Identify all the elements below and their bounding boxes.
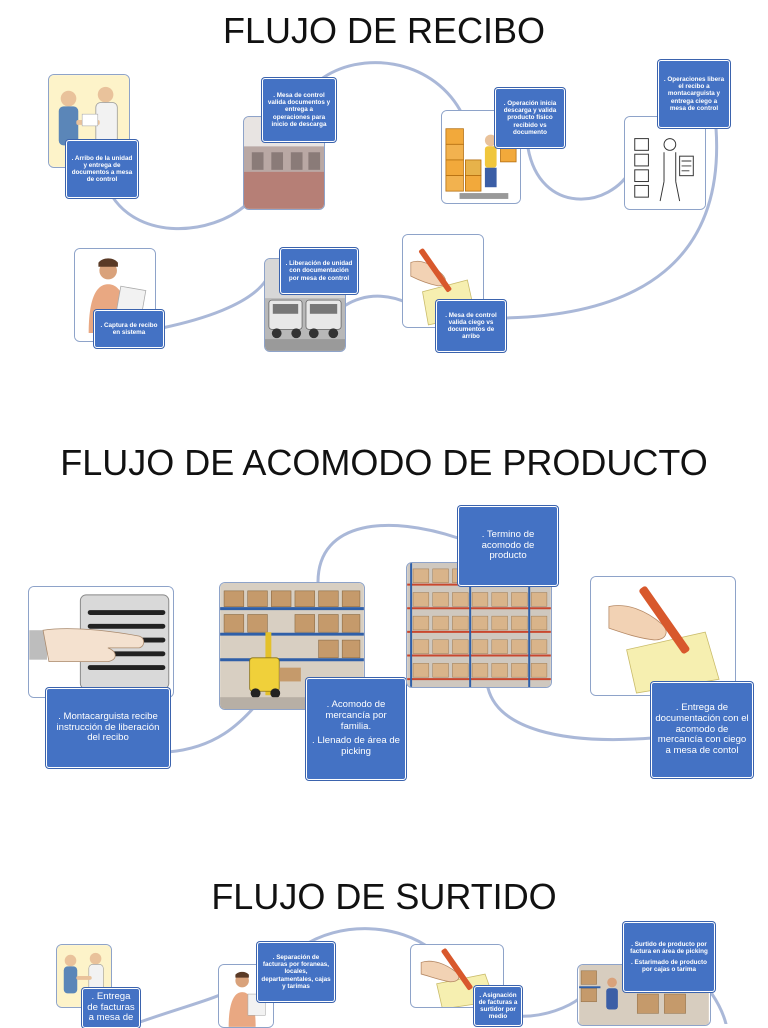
recibo-step-6: . Liberación de unidad con documentación…	[280, 248, 358, 294]
recibo-step-1: . Arribo de la unidad y entrega de docum…	[66, 140, 138, 198]
acomodo-step-4: . Entrega de documentación con el acomod…	[651, 682, 753, 778]
surtido-step-4: . Surtido de producto por factura en áre…	[623, 922, 715, 992]
connector-surtido-1	[140, 994, 222, 1022]
surtido-step-3: . Asignación de facturas a surtidor por …	[474, 986, 522, 1026]
acomodo-pic-instruccion	[28, 586, 174, 698]
connector-surtido-3	[516, 998, 580, 1016]
connector-recibo-1	[112, 196, 246, 229]
surtido-step-2: . Separación de facturas por foraneas, l…	[257, 942, 335, 1002]
recibo-step-2: . Mesa de control valida documentos y en…	[262, 78, 336, 142]
hand-writing-icon	[591, 577, 735, 695]
acomodo-step-3: . Termino de acomodo de producto	[458, 506, 558, 586]
boxes-checklist-icon	[625, 117, 705, 209]
surtido-step-1: . Entrega de facturas a mesa de	[82, 988, 140, 1028]
hand-scanner-icon	[29, 587, 173, 697]
connector-recibo-6	[162, 280, 266, 328]
recibo-step-4: . Operaciones libera el recibo a montaca…	[658, 60, 730, 128]
recibo-step-3: . Operación inicia descarga y valida pro…	[495, 88, 565, 148]
recibo-step-5: . Mesa de control valida ciego vs docume…	[436, 300, 506, 352]
connector-recibo-3	[528, 148, 632, 199]
recibo-step-7: . Captura de recibo en sistema	[94, 310, 164, 348]
connector-recibo-2	[320, 63, 460, 110]
connector-surtido-4	[712, 994, 726, 1024]
recibo-pic-operaciones	[624, 116, 706, 210]
acomodo-pic-entrega	[590, 576, 736, 696]
acomodo-step-2: . Acomodo de mercancía por familia. . Ll…	[306, 678, 406, 780]
acomodo-step-1: . Montacarguista recibe instrucción de l…	[46, 688, 170, 768]
